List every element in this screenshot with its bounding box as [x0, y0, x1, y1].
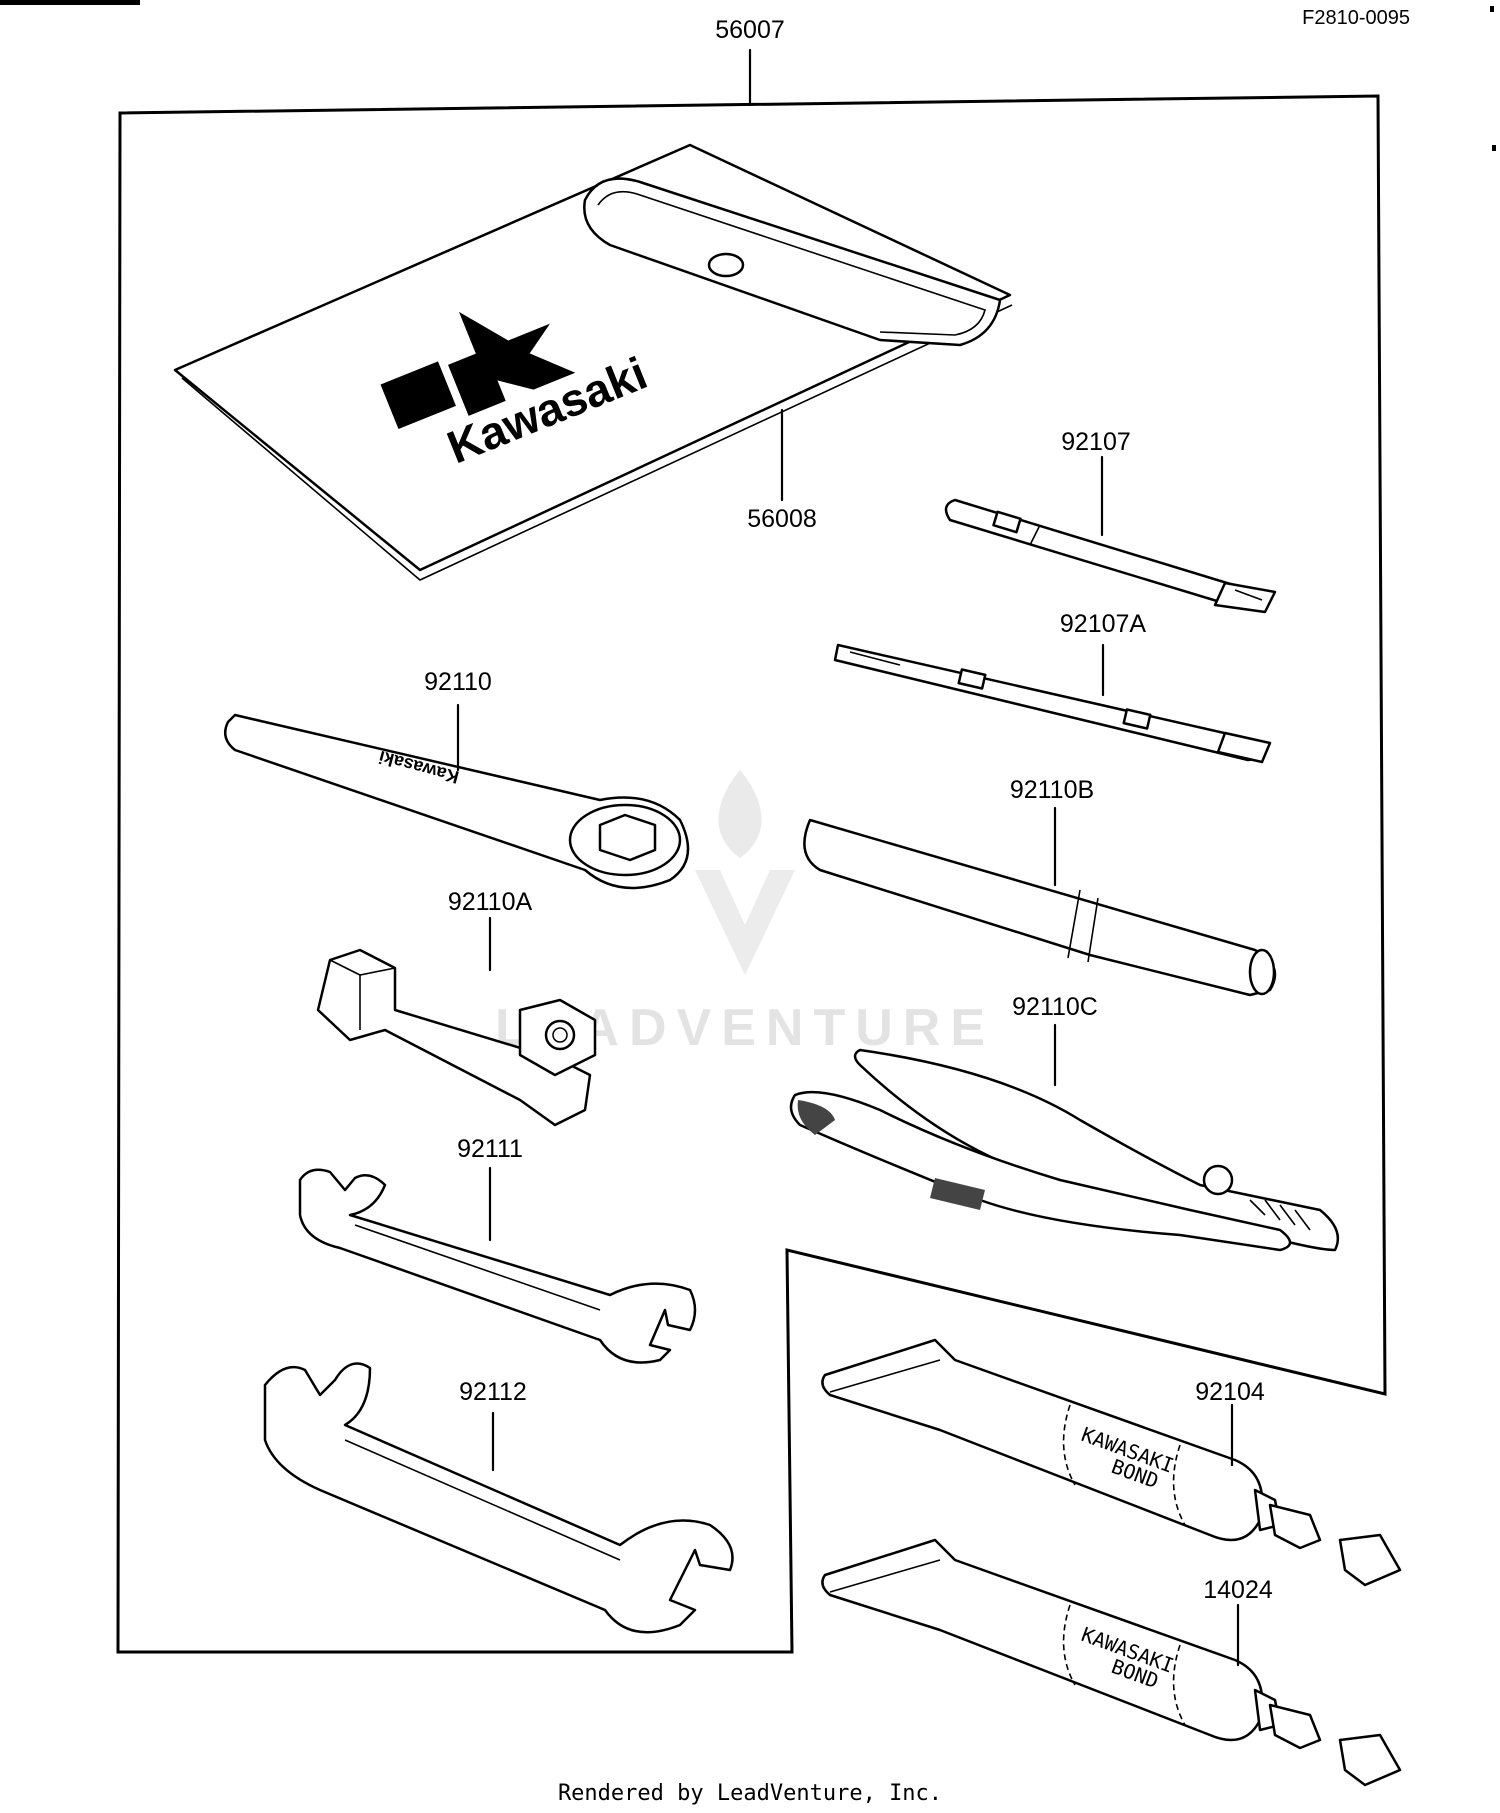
pliers-pivot [1202, 1164, 1234, 1196]
callout-92110C: 92112 [459, 1378, 527, 1406]
tool-bag: Kawasaki [173, 143, 1013, 581]
callout-92107: 92107 [1061, 428, 1131, 456]
callout-92107A: 92107A [1060, 610, 1147, 638]
callout-92110B: 92111 [457, 1135, 523, 1163]
callout-92110: 92110 [424, 668, 492, 696]
open-end-wrench-large [263, 1362, 734, 1634]
bond-tube-lower: KAWASAKI BOND [821, 1538, 1402, 1787]
box-wrench: Kawasaki [223, 713, 690, 890]
callout-56008: 56008 [747, 505, 817, 533]
footer-credit: Rendered by LeadVenture, Inc. [558, 1781, 942, 1806]
callout-14024: 14024 [1203, 1576, 1273, 1604]
flat-phillips-bit [833, 643, 1272, 764]
edge-mark [1490, 6, 1494, 12]
bond-tube-upper: KAWASAKI BOND [821, 1338, 1402, 1587]
callout-92110A: 92110A [448, 888, 533, 916]
callout-56007: 56007 [715, 16, 785, 44]
callout-92104: 92104 [1195, 1378, 1265, 1406]
kit-frame [116, 94, 1387, 1654]
pliers [789, 1048, 1340, 1252]
diagram-code: F2810-0095 [1302, 7, 1410, 29]
callout-92111: 92110B [1010, 776, 1094, 804]
phillips-bit [944, 498, 1277, 614]
corner-mark [0, 0, 140, 5]
spark-plug-socket [316, 948, 597, 1127]
screwdriver-handle [803, 818, 1277, 997]
edge-mark [1492, 145, 1496, 151]
open-end-wrench-small [298, 1168, 697, 1364]
callout-92112: 92110C [1012, 993, 1098, 1021]
snap-button [707, 252, 745, 278]
